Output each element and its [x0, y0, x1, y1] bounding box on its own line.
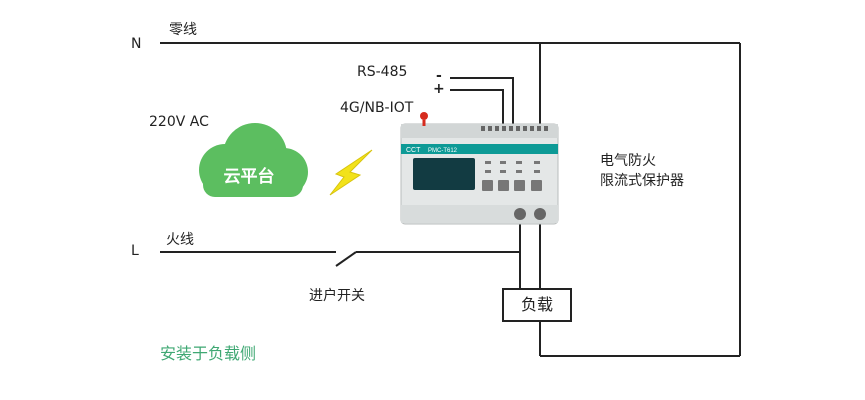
neutral-label: 零线	[169, 22, 197, 38]
load-box: 负载	[502, 288, 572, 322]
power-label: 220V AC	[149, 114, 209, 130]
switch-blade	[335, 251, 357, 267]
device-terminals	[481, 126, 548, 131]
device-model: PMC-T612	[428, 148, 458, 154]
rs485-minus: -	[436, 68, 442, 84]
rs485-plus: +	[433, 81, 445, 97]
device-brand: CCT	[406, 147, 421, 154]
cloud-icon	[199, 123, 308, 197]
rs485-plus-wire	[450, 89, 504, 126]
device-label: 电气防火 限流式保护器	[600, 151, 684, 191]
install-note: 安装于负载侧	[160, 344, 257, 363]
protector-device	[400, 112, 559, 225]
device-buttons	[482, 161, 542, 191]
rs485-label: RS-485	[357, 64, 408, 80]
live-label: 火线	[166, 232, 194, 248]
live-terminal: L	[131, 243, 139, 259]
lightning-icon	[329, 149, 373, 196]
rs485-minus-wire	[450, 77, 514, 126]
device-label-line2: 限流式保护器	[600, 173, 684, 189]
device-label-line1: 电气防火	[600, 153, 656, 169]
comm-label: 4G/NB-IOT	[340, 100, 414, 116]
switch-label: 进户开关	[309, 288, 365, 304]
neutral-terminal: N	[131, 36, 142, 52]
cloud-label: 云平台	[223, 167, 275, 187]
